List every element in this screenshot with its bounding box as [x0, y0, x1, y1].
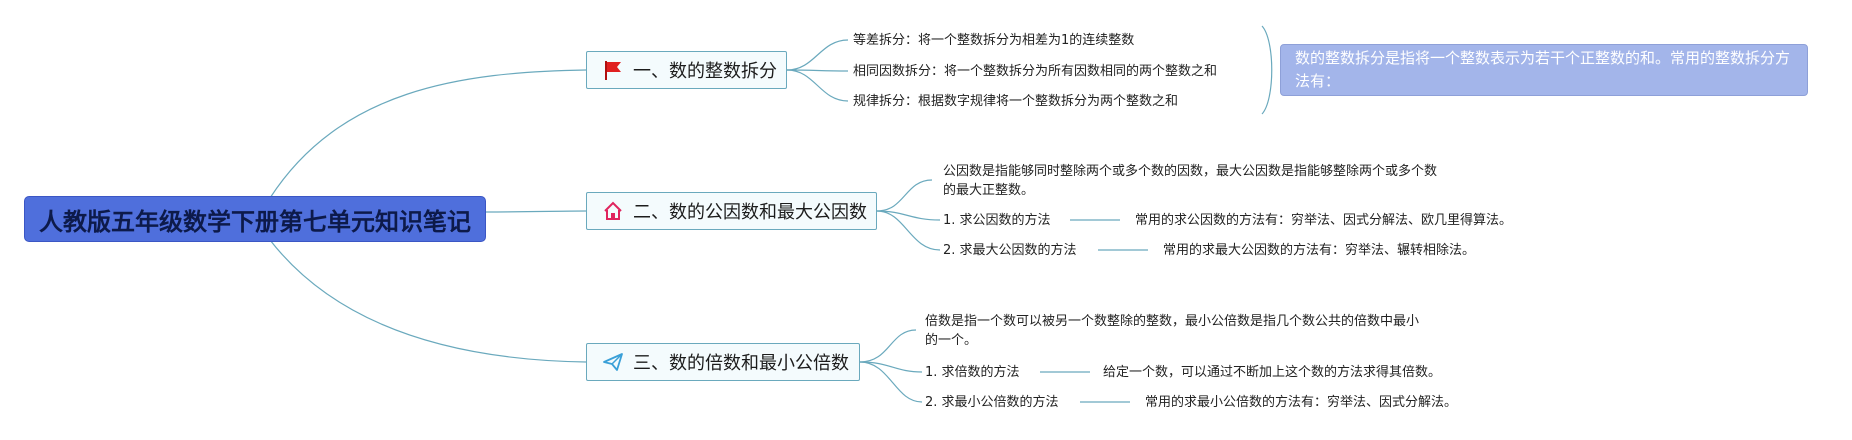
leaf-common-factor-method[interactable]: 1. 求公因数的方法: [943, 213, 1051, 228]
branch-multiple[interactable]: 三、数的倍数和最小公倍数: [586, 343, 860, 381]
branch-integer-partition[interactable]: 一、数的整数拆分: [586, 51, 787, 89]
root-title: 人教版五年级数学下册第七单元知识笔记: [39, 207, 471, 236]
connector-b1-leaf1: [786, 39, 849, 71]
connector-root-branch1: [269, 69, 587, 199]
flag-icon: [601, 58, 625, 82]
leaf-same-factor-partition[interactable]: 相同因数拆分：将一个整数拆分为所有因数相同的两个整数之和: [853, 64, 1218, 79]
connector-root-branch3: [269, 239, 587, 363]
branch-label: 二、数的公因数和最大公因数: [633, 202, 867, 223]
leaf-common-factor-method-detail[interactable]: 常用的求公因数的方法有：穷举法、因式分解法、欧几里得算法。: [1135, 213, 1513, 228]
branch-label: 一、数的整数拆分: [633, 61, 777, 82]
leaf-multiple-definition[interactable]: 倍数是指一个数可以被另一个数整除的整数，最小公倍数是指几个数公共的倍数中最小的一…: [925, 314, 1420, 348]
mindmap-root[interactable]: 人教版五年级数学下册第七单元知识笔记: [24, 196, 486, 242]
paper-plane-icon: [601, 350, 625, 374]
connector-b3-m2: [859, 361, 923, 403]
leaf-pattern-partition[interactable]: 规律拆分：根据数字规律将一个整数拆分为两个整数之和: [853, 94, 1179, 109]
leaf-multiple-method[interactable]: 1. 求倍数的方法: [925, 365, 1020, 380]
leaf-lcm-method[interactable]: 2. 求最小公倍数的方法: [925, 395, 1059, 410]
leaf-multiple-method-detail[interactable]: 给定一个数，可以通过不断加上这个数的方法求得其倍数。: [1103, 365, 1442, 380]
branch-common-factor[interactable]: 二、数的公因数和最大公因数: [586, 192, 877, 230]
home-icon: [601, 199, 625, 223]
connector-root-branch2: [485, 210, 587, 213]
leaf-arithmetic-partition[interactable]: 等差拆分：将一个整数拆分为相差为1的连续整数: [853, 33, 1135, 48]
connector-b2-m1: [876, 210, 941, 221]
leaf-gcd-method-detail[interactable]: 常用的求最大公因数的方法有：穷举法、辗转相除法。: [1163, 243, 1476, 258]
connector-b2-def: [876, 179, 933, 212]
connector-b3-m1: [859, 361, 923, 373]
note-integer-partition[interactable]: 数的整数拆分是指将一个整数表示为若干个正整数的和。常用的整数拆分方法有：: [1280, 44, 1808, 96]
leaf-lcm-method-detail[interactable]: 常用的求最小公倍数的方法有：穷举法、因式分解法。: [1145, 395, 1458, 410]
connector-b1-leaf3: [786, 69, 849, 102]
bracket-b1-note: [1261, 25, 1273, 115]
leaf-gcd-method[interactable]: 2. 求最大公因数的方法: [943, 243, 1077, 258]
branch-label: 三、数的倍数和最小公倍数: [633, 353, 849, 374]
connector-b2-m2: [876, 210, 941, 251]
connector-b3-def: [859, 329, 917, 363]
leaf-common-factor-definition[interactable]: 公因数是指能够同时整除两个或多个数的因数，最大公因数是指能够整除两个或多个数的最…: [943, 164, 1438, 198]
